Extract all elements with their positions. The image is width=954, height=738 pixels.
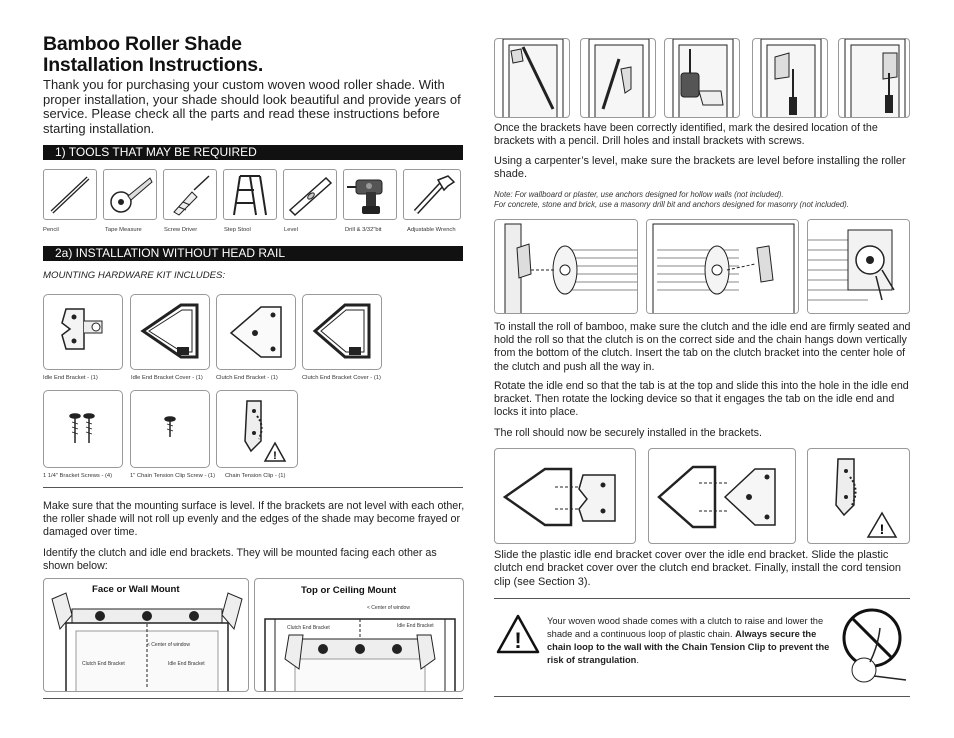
intro-text: Thank you for purchasing your custom wov…: [43, 77, 461, 136]
chain-tension-clip-icon: !: [244, 400, 287, 462]
tool-caption: Pencil: [43, 227, 59, 233]
kit-clutch-end-bracket: [216, 294, 296, 370]
para-mounting-level: Make sure that the mounting surface is l…: [43, 500, 465, 539]
tool-caption: Adjustable Wrench: [407, 227, 456, 233]
screw-icon: [164, 416, 176, 437]
warning-triangle-icon: !: [496, 614, 540, 654]
tool-screwdriver: [163, 169, 217, 220]
kit-idle-end-cover: [130, 294, 210, 370]
kit-idle-end-bracket: [43, 294, 123, 370]
divider: [43, 698, 463, 699]
kit-bracket-screws: [43, 390, 123, 468]
para-slide-covers: Slide the plastic idle end bracket cover…: [494, 549, 902, 588]
kit-caption: 1" Chain Tension Clip Screw - (1): [130, 473, 216, 479]
tool-wrench: [403, 169, 461, 220]
tool-caption: Drill & 3/32"bit: [345, 227, 382, 233]
section-1-heading: 1) TOOLS THAT MAY BE REQUIRED: [43, 145, 463, 160]
anchor-notes: Note: For wallboard or plaster, use anch…: [494, 190, 914, 209]
tool-caption: Level: [284, 227, 298, 233]
kit-caption: Idle End Bracket Cover - (1): [131, 375, 203, 381]
para-roll-secure: The roll should now be securely installe…: [494, 427, 762, 439]
roll-install-image-1: [494, 219, 638, 314]
top-mount-idle-label: Idle End Bracket: [397, 623, 434, 629]
divider: [494, 696, 910, 697]
screw-icon: [69, 413, 95, 443]
roll-install-image-2: [646, 219, 799, 314]
divider: [494, 598, 910, 599]
kit-title: MOUNTING HARDWARE KIT INCLUDES:: [43, 270, 226, 281]
warning-text-end: .: [636, 655, 639, 665]
para-rotate-idle-end: Rotate the idle end so that the tab is a…: [494, 380, 909, 419]
face-mount-title: Face or Wall Mount: [92, 584, 180, 595]
page-title: Bamboo Roller Shade Installation Instruc…: [43, 34, 263, 76]
install-step-image: [580, 38, 656, 118]
top-mount-illustration: [264, 618, 456, 691]
level-icon: [288, 176, 333, 217]
kit-caption: Clutch End Bracket Cover - (1): [302, 375, 381, 381]
cover-install-image-2: [648, 448, 796, 544]
para-mark-brackets: Once the brackets have been correctly id…: [494, 122, 878, 148]
tool-caption: Screw Driver: [164, 227, 198, 233]
install-step-image: [494, 38, 570, 118]
top-mount-clutch-label: Clutch End Bracket: [287, 625, 330, 631]
roll-install-image-3: [807, 219, 910, 314]
child-chain-hazard-icon: [842, 608, 907, 683]
tool-pencil: [43, 169, 97, 220]
warning-text-bold: Always secure the chain loop to the wall…: [547, 629, 830, 665]
idle-end-cover-icon: [140, 303, 199, 359]
wrench-icon: [413, 175, 456, 215]
title-line-2: Installation Instructions.: [43, 54, 264, 76]
para-identify-brackets: Identify the clutch and idle end bracket…: [43, 547, 437, 573]
install-step-image: [752, 38, 828, 118]
strangulation-warning: ! Your woven wood shade comes with a clu…: [494, 604, 910, 692]
kit-clutch-end-cover: [302, 294, 382, 370]
tape-measure-icon: [110, 177, 153, 213]
top-mount-diagram: Top or Ceiling Mount < Center of window …: [254, 578, 464, 692]
kit-caption: Chain Tension Clip - (1): [225, 473, 286, 479]
idle-end-bracket-icon: [61, 308, 103, 350]
screwdriver-icon: [173, 175, 210, 216]
tool-tape-measure: [103, 169, 157, 220]
divider: [43, 487, 463, 488]
note-masonry: For concrete, stone and brick, use a mas…: [494, 199, 849, 209]
tool-caption: Step Stool: [224, 227, 251, 233]
kit-caption: Clutch End Bracket - (1): [216, 375, 278, 381]
cover-install-image-1: [494, 448, 636, 544]
top-mount-center-label: < Center of window: [367, 605, 410, 611]
face-mount-illustration: [51, 592, 243, 691]
pencil-icon: [50, 176, 90, 214]
drill-icon: [347, 179, 383, 214]
para-level-brackets: Using a carpenter’s level, make sure the…: [494, 155, 906, 181]
svg-text:!: !: [514, 628, 521, 653]
svg-text:!: !: [273, 450, 277, 462]
clutch-end-bracket-icon: [229, 306, 282, 358]
face-mount-clutch-label: Clutch End Bracket: [82, 661, 125, 667]
face-mount-diagram: Face or Wall Mount < Center of window Cl…: [43, 578, 249, 692]
note-wallboard: Note: For wallboard or plaster, use anch…: [494, 190, 784, 199]
tool-caption: Tape Measure: [105, 227, 142, 233]
face-mount-idle-label: Idle End Bracket: [168, 661, 205, 667]
title-line-1: Bamboo Roller Shade: [43, 33, 242, 55]
tool-level: [283, 169, 337, 220]
section-2a-heading: 2a) INSTALLATION WITHOUT HEAD RAIL: [43, 246, 463, 261]
para-install-roll: To install the roll of bamboo, make sure…: [494, 321, 911, 373]
svg-text:!: !: [880, 521, 885, 537]
install-step-image: [664, 38, 740, 118]
install-step-image: [838, 38, 910, 118]
cover-install-image-3: !: [807, 448, 910, 544]
kit-caption: 1 1/4" Bracket Screws - (4): [43, 473, 113, 479]
warning-text-normal: Your woven wood shade comes with a clutc…: [547, 616, 824, 639]
face-mount-center-label: < Center of window: [147, 642, 190, 648]
step-stool-icon: [233, 175, 267, 216]
tools-row: Pencil Tape Measure Screw Driver Step St…: [43, 169, 463, 239]
top-mount-title: Top or Ceiling Mount: [301, 585, 397, 596]
drill-install-images: [494, 38, 910, 118]
warning-text: Your woven wood shade comes with a clutc…: [547, 615, 837, 667]
kit-tension-clip-screw: [130, 390, 210, 468]
kit-caption: Idle End Bracket - (1): [43, 375, 98, 381]
kit-chain-tension-clip: !: [216, 390, 298, 468]
tool-drill: [343, 169, 397, 220]
tool-step-stool: [223, 169, 277, 220]
clutch-end-cover-icon: [312, 303, 371, 359]
